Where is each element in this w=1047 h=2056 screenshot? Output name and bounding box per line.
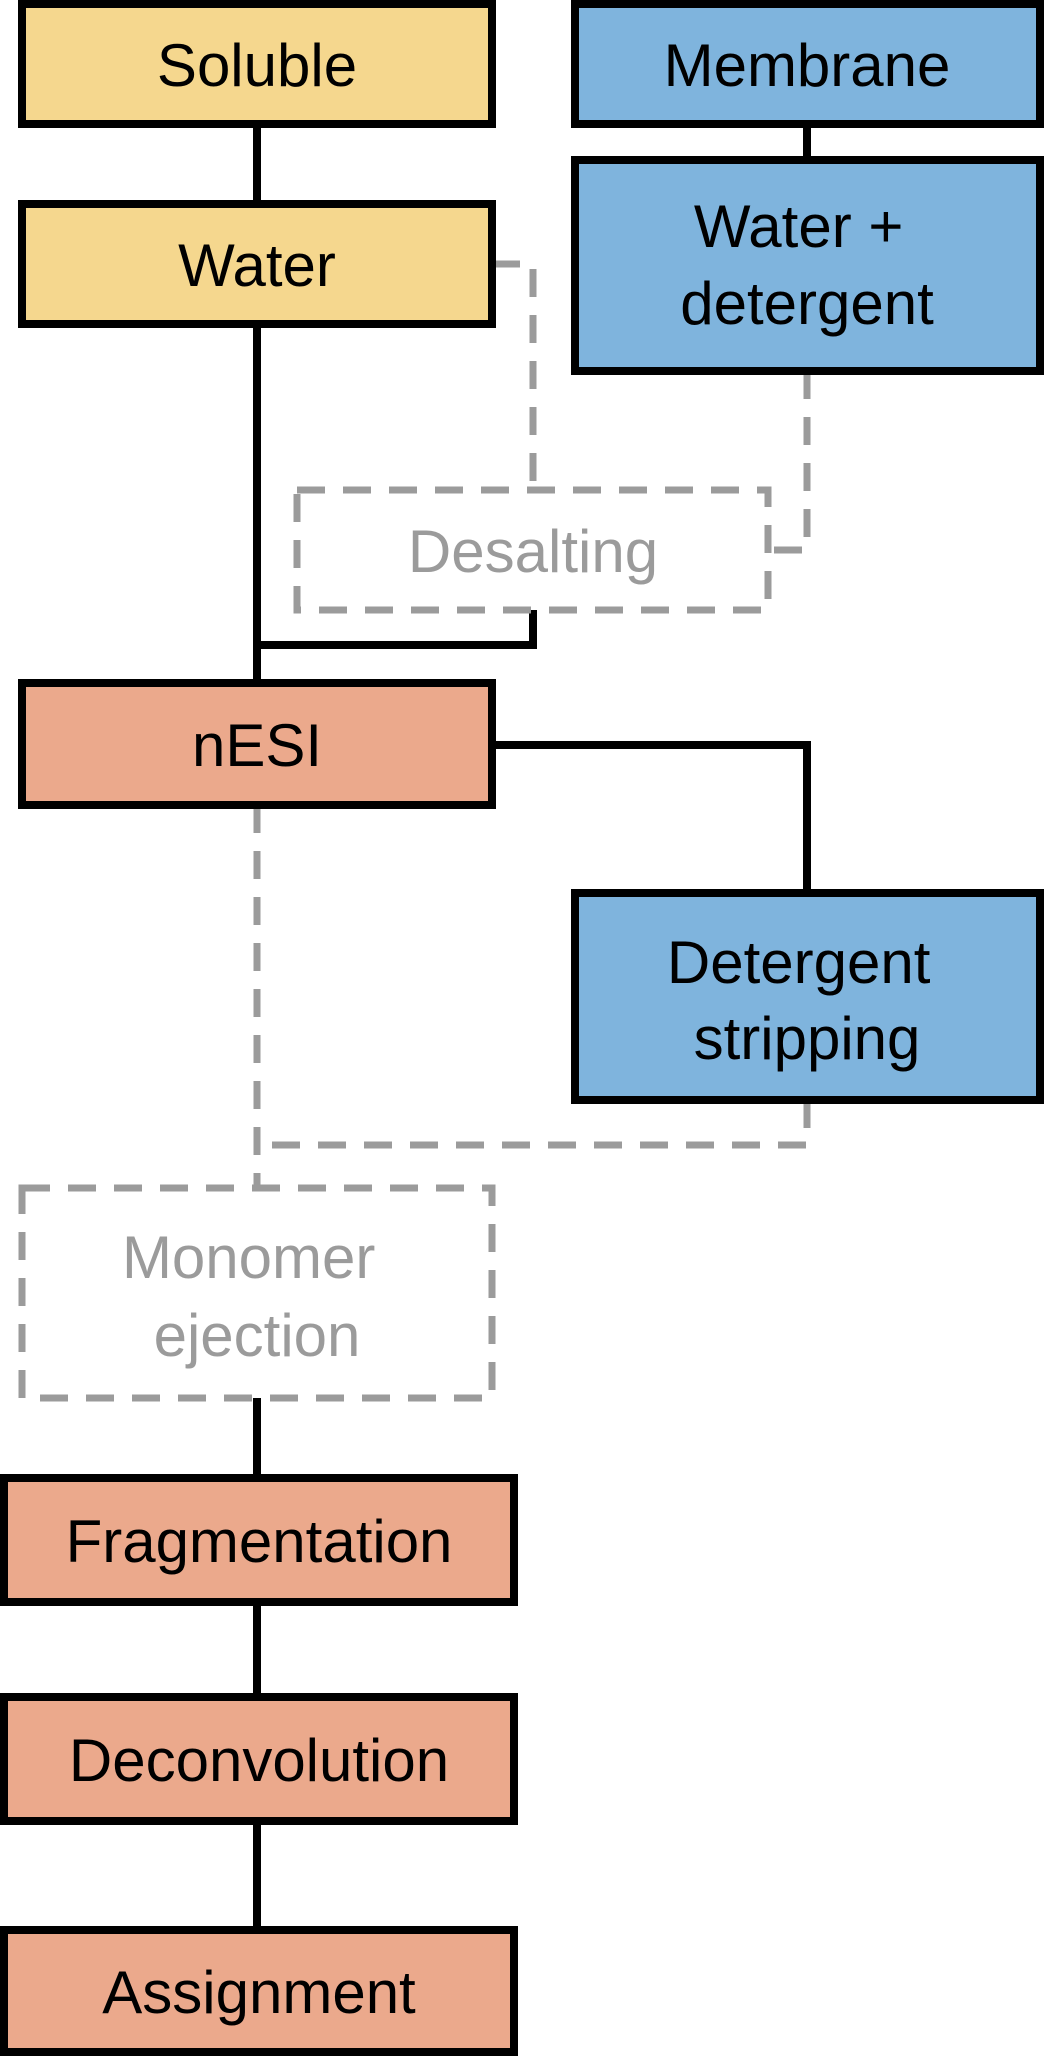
box-water: [18, 200, 496, 328]
label-water-detergent-line-1: Water +: [694, 193, 904, 260]
box-monomer-ejection: [18, 1184, 496, 1402]
label-fragmentation: Fragmentation: [66, 1508, 453, 1575]
step-soluble: Soluble: [18, 0, 496, 128]
connector-desalting-nesi: [257, 610, 537, 649]
label-water-detergent: Water + detergent: [680, 193, 934, 337]
label-assignment: Assignment: [102, 1959, 416, 2026]
box-deconvolution: [0, 1693, 518, 1825]
label-deconvolution: Deconvolution: [69, 1727, 449, 1794]
step-nesi: nESI: [18, 679, 496, 809]
label-soluble: Soluble: [157, 32, 357, 99]
label-detergent-stripping-line-2: stripping: [694, 1005, 921, 1072]
box-desalting: [293, 486, 772, 614]
step-detergent-stripping: Detergent stripping: [571, 889, 1044, 1104]
step-desalting: Desalting: [293, 486, 772, 614]
step-deconvolution: Deconvolution: [0, 1693, 518, 1825]
solid-connectors: [253, 124, 811, 1930]
box-water-detergent: [571, 156, 1044, 375]
label-detergent-stripping-line-1: Detergent: [667, 929, 931, 996]
box-detergent-stripping: [571, 889, 1044, 1104]
dashed-connectors: [253, 260, 811, 1188]
label-water: Water: [178, 232, 336, 299]
label-membrane: Membrane: [664, 32, 951, 99]
box-soluble: [18, 0, 496, 128]
connector-water-detergent-desalting: [768, 371, 811, 554]
step-assignment: Assignment: [0, 1926, 518, 2056]
box-fragmentation: [0, 1474, 518, 1606]
label-detergent-stripping: Detergent stripping: [667, 929, 947, 1072]
label-nesi: nESI: [192, 712, 322, 779]
label-monomer-ejection: Monomer ejection: [122, 1224, 392, 1369]
step-water-detergent: Water + detergent: [571, 156, 1044, 375]
connector-stripping-monomer: [257, 1100, 811, 1149]
label-monomer-ejection-line-1: Monomer: [122, 1224, 375, 1291]
label-desalting: Desalting: [408, 518, 658, 585]
box-nesi: [18, 679, 496, 809]
step-water: Water: [18, 200, 496, 328]
box-assignment: [0, 1926, 518, 2056]
label-monomer-ejection-line-2: ejection: [154, 1302, 361, 1369]
connector-water-desalting: [492, 260, 537, 490]
box-membrane: [571, 0, 1044, 128]
step-monomer-ejection: Monomer ejection: [18, 1184, 496, 1402]
step-fragmentation: Fragmentation: [0, 1474, 518, 1606]
connector-nesi-detergent-stripping: [492, 741, 811, 893]
step-membrane: Membrane: [571, 0, 1044, 128]
label-water-detergent-line-2: detergent: [680, 270, 934, 337]
